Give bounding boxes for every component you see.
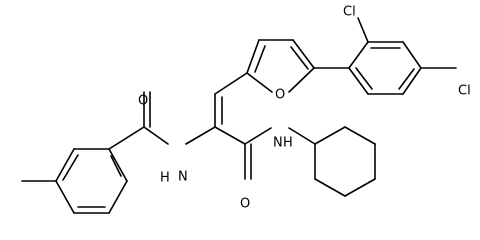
bond (246, 72, 273, 93)
benzamide-oxygen-label: O (138, 94, 148, 109)
bond (55, 148, 75, 182)
atom-labels: Cl Cl O O H N N H O (138, 5, 471, 212)
bond (246, 39, 260, 74)
bond (402, 67, 422, 95)
bond (355, 67, 373, 90)
bond-lines (21, 17, 457, 214)
bond (292, 39, 315, 69)
bond (108, 126, 145, 150)
bond (185, 126, 216, 145)
amide-nitrogen-label: N (178, 170, 188, 185)
bond (214, 72, 248, 95)
bond (398, 68, 415, 90)
bond (344, 178, 376, 197)
furan-oxygen-label: O (275, 88, 285, 103)
bond (344, 126, 376, 145)
amide-hydrogen-label: H (160, 171, 170, 186)
bond (108, 148, 128, 182)
bond (55, 180, 75, 214)
bond (314, 178, 346, 197)
chlorine-label: Cl (458, 84, 471, 99)
chlorine-label: Cl (343, 5, 356, 20)
bond (288, 67, 315, 93)
bond (348, 67, 369, 95)
chemical-structure-diagram: Cl Cl O O H N N H O (21, 5, 471, 214)
bond (143, 126, 169, 145)
bond (108, 180, 128, 214)
bond (357, 17, 369, 43)
bond (348, 41, 369, 69)
bond (290, 46, 309, 70)
bond (62, 154, 79, 181)
bond (110, 155, 122, 177)
acrylamide-oxygen-label: O (240, 197, 250, 212)
bond (214, 126, 246, 145)
bond (402, 41, 422, 69)
bond (314, 126, 346, 145)
cyclohexylamide-nitrogen-label: N (273, 136, 283, 151)
bond (288, 127, 316, 145)
bond (244, 127, 272, 145)
bond (254, 45, 266, 73)
cyclohexylamide-hydrogen-label: H (283, 136, 293, 151)
